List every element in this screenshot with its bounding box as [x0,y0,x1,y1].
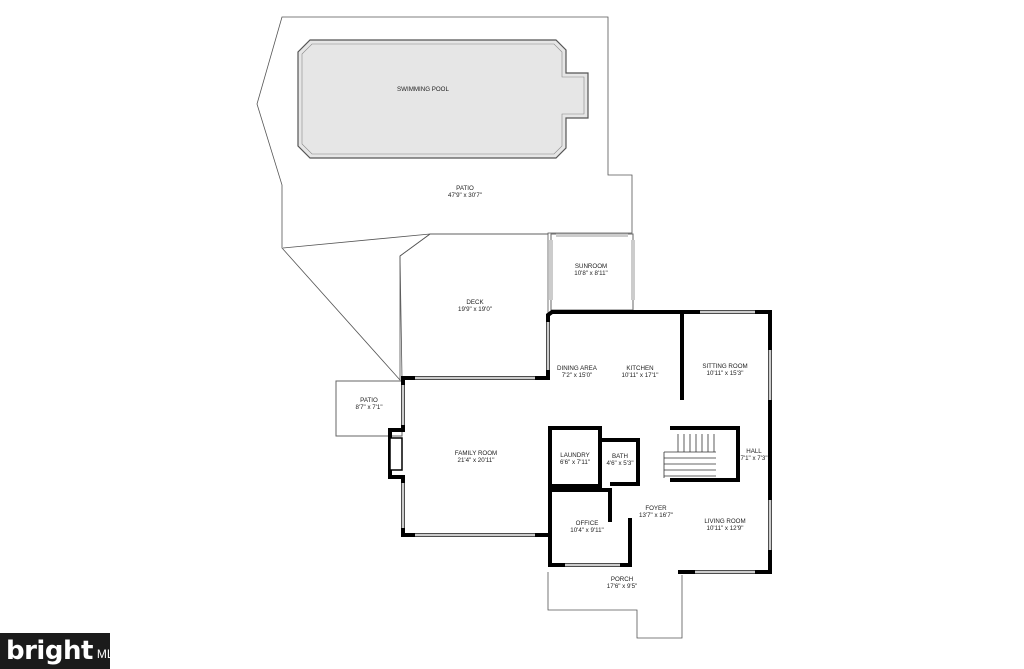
office-size: 10'4" x 9'11" [570,527,603,534]
porch-outline [547,572,683,639]
patio-main-label: PATIO [456,185,474,192]
foyer-label: FOYER [645,505,667,512]
sitting-room-size: 10'11" x 15'3" [707,370,744,377]
deck-label: DECK [466,299,484,306]
fireplace [389,437,403,471]
deck-size: 19'9" x 19'0" [458,306,492,313]
kitchen-label: KITCHEN [626,365,653,372]
sitting-room-label: SITTING ROOM [702,363,747,370]
hall-size: 7'1" x 7'3" [740,455,767,462]
bath-size: 4'6" x 5'3" [606,460,633,467]
living-room-label: LIVING ROOM [704,518,745,525]
logo-brand: bright [6,636,93,666]
kitchen-size: 10'11" x 17'1" [622,372,659,379]
swimming-pool-inner [301,43,585,155]
laundry-label: LAUNDRY [560,452,589,459]
bright-mls-logo: bright MLS [0,633,122,669]
sunroom-size: 10'8" x 8'11" [574,270,607,277]
living-room-size: 10'11" x 12'9" [707,525,744,532]
dining-area-size: 7'2" x 15'0" [562,372,593,379]
family-room-size: 21'4" x 20'11" [458,457,495,464]
hall-label: HALL [746,448,762,455]
porch-label: PORCH [611,576,633,583]
patio-edge [282,233,431,249]
patio-main-size: 47'9" x 30'7" [448,192,482,199]
logo-suffix: MLS [96,647,122,661]
swimming-pool-label: SWIMMING POOL [397,86,449,93]
patio-small-size: 8'7" x 7'1" [355,404,382,411]
house-windows [401,310,772,574]
porch-size: 17'6" x 9'5" [607,583,638,590]
dining-area-label: DINING AREA [557,365,598,372]
deck-outline [399,233,549,379]
laundry-size: 6'6" x 7'11" [560,459,590,466]
office-label: OFFICE [576,520,599,527]
sunroom-label: SUNROOM [575,263,607,270]
foyer-size: 13'7" x 16'7" [639,512,673,519]
bath-label: BATH [612,453,628,460]
patio-small-label: PATIO [360,397,378,404]
swimming-pool-shape [297,39,589,159]
family-room-label: FAMILY ROOM [455,450,497,457]
stairs [663,434,716,478]
